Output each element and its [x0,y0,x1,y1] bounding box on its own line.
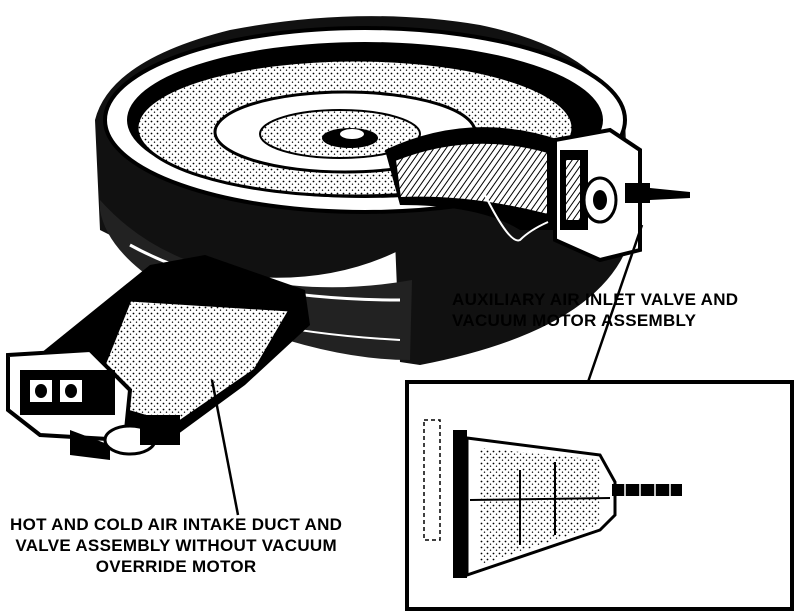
intake-duct-leader-line [210,379,240,516]
auxiliary-air-inlet-valve [553,127,690,263]
air-intake-duct [6,255,310,460]
intake-duct-callout: HOT AND COLD AIR INTAKE DUCT AND VALVE A… [10,514,342,577]
auxiliary-valve-leader-line [586,224,644,383]
callout-line: VALVE ASSEMBLY WITHOUT VACUUM [15,536,337,555]
valve-detail-inset [405,380,794,611]
callout-line: AUXILIARY AIR INLET VALVE AND [452,290,739,309]
air-cleaner-housing [95,16,630,365]
callout-line: HOT AND COLD AIR INTAKE DUCT AND [10,515,343,534]
auxiliary-valve-callout: AUXILIARY AIR INLET VALVE AND VACUUM MOT… [452,289,738,331]
callout-line: VACUUM MOTOR ASSEMBLY [452,311,697,330]
callout-line: OVERRIDE MOTOR [95,557,257,576]
